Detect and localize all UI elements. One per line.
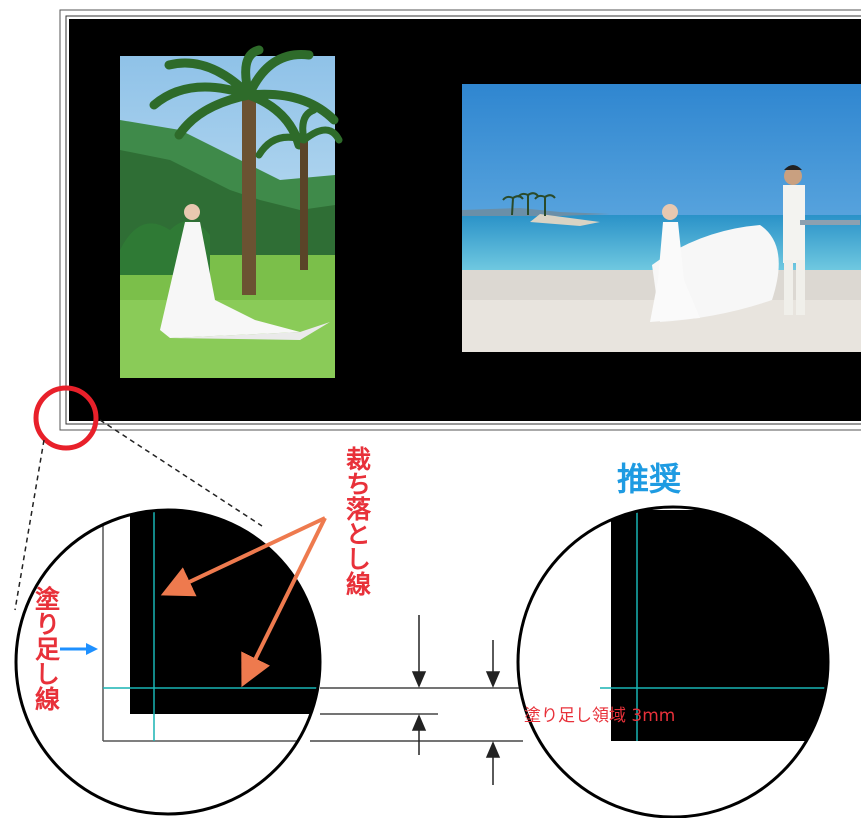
zoom-circle-right — [516, 505, 830, 818]
trim-line-pointer-arrows — [160, 516, 327, 688]
trim-line-label: 裁ち落とし線 — [343, 446, 372, 597]
bleed-line-arrow — [60, 643, 98, 655]
highlight-circle — [33, 385, 99, 451]
landscape-photo — [462, 84, 861, 352]
portrait-photo — [120, 45, 343, 378]
bleed-line-label: 塗り足し線 — [32, 585, 61, 712]
zoom-connector-left — [14, 439, 45, 611]
measurement-lines — [310, 687, 523, 742]
bleed-area-label: 塗り足し領域 3mm — [524, 705, 675, 726]
dimension-arrows — [411, 615, 501, 785]
recommended-label: 推奨 — [617, 460, 682, 498]
